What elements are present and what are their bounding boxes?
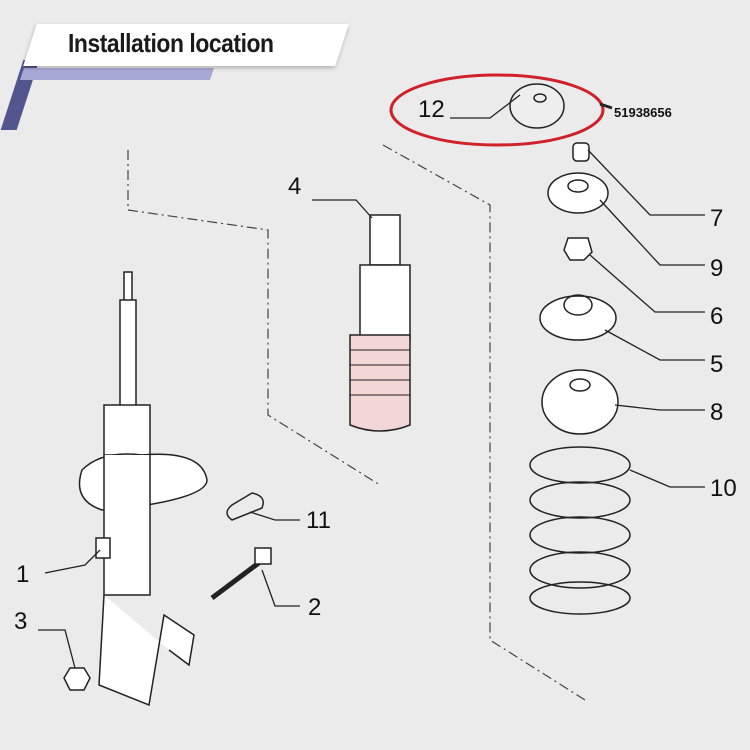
dust-boot xyxy=(349,214,411,432)
callout-5: 5 xyxy=(710,351,723,378)
banner-shadow xyxy=(20,68,214,80)
shock-absorber-strut xyxy=(78,271,208,707)
part-number: 51938656 xyxy=(614,105,672,120)
part-3-nut xyxy=(63,667,91,691)
guide-lines xyxy=(127,144,586,701)
callout-8: 8 xyxy=(710,399,723,426)
callout-9: 9 xyxy=(710,255,723,282)
part-10-spring xyxy=(529,446,631,615)
callout-12: 12 xyxy=(418,96,445,123)
part-2-bolt xyxy=(210,547,272,600)
callout-2: 2 xyxy=(308,594,321,621)
part-5-mount xyxy=(539,294,617,341)
highlight-ellipse xyxy=(389,73,605,147)
callout-11: 11 xyxy=(306,507,331,534)
part-9-washer xyxy=(547,172,609,214)
part-7-bushing xyxy=(572,142,590,162)
part-6-nut xyxy=(563,237,593,261)
callout-6: 6 xyxy=(710,303,723,330)
leader-lines xyxy=(38,94,705,669)
callout-4: 4 xyxy=(288,173,301,200)
callout-7: 7 xyxy=(710,205,723,232)
callout-10: 10 xyxy=(710,475,737,502)
page-title: Installation location xyxy=(68,28,274,58)
callout-1: 1 xyxy=(16,561,29,588)
callout-3: 3 xyxy=(14,608,27,635)
part-11-clip xyxy=(226,492,264,521)
part-12-cap xyxy=(509,83,565,129)
part-8-bump-stop xyxy=(541,369,619,435)
